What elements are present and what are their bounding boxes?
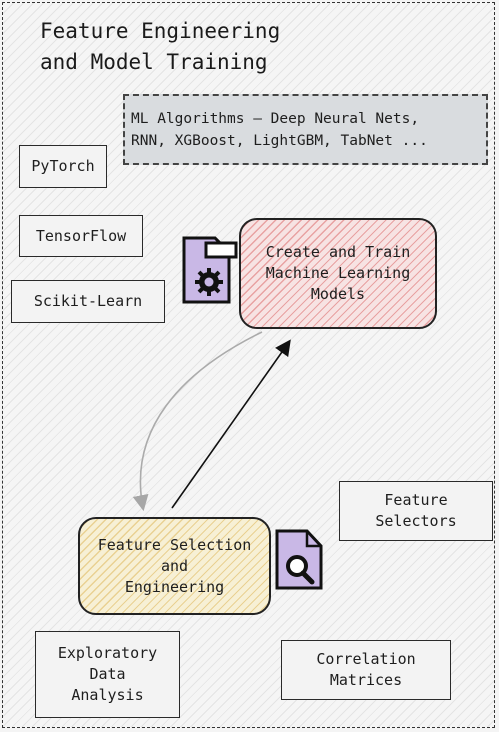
model-training-box: Create and Train Machine Learning Models xyxy=(239,218,437,329)
tensorflow-box: TensorFlow xyxy=(19,215,143,257)
feature-selectors-box: Feature Selectors xyxy=(339,481,493,541)
correlation-matrices-box: Correlation Matrices xyxy=(281,640,451,700)
diagram-title: Feature Engineering and Model Training xyxy=(40,19,281,74)
arrow-feature-to-model xyxy=(171,339,291,509)
scikit-learn-box: Scikit-Learn xyxy=(11,280,165,323)
feature-selection-box: Feature Selection and Engineering xyxy=(78,517,271,615)
pytorch-box: PyTorch xyxy=(19,145,107,188)
magnifier-document-icon xyxy=(275,529,323,590)
gear-document-icon xyxy=(182,236,238,304)
ml-algorithms-box: ML Algorithms – Deep Neural Nets, RNN, X… xyxy=(123,94,488,165)
eda-box: Exploratory Data Analysis xyxy=(35,631,180,718)
arrow-model-to-feature xyxy=(132,331,263,512)
